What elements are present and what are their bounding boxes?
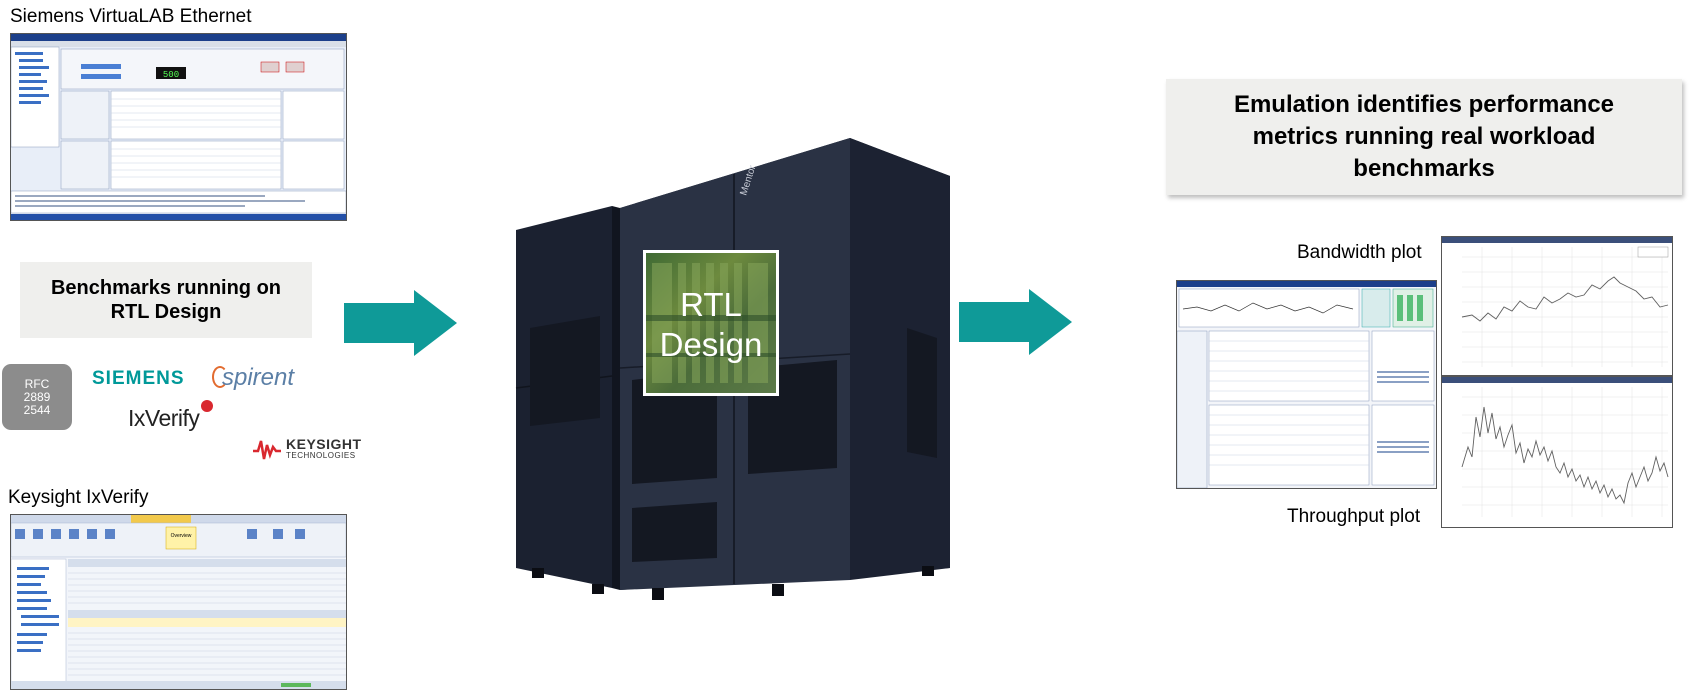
throughput-plot-window: [1441, 376, 1673, 528]
ixverify-badge-icon: [201, 400, 214, 412]
rtl-chip-texture: [646, 263, 776, 383]
keysight-logo-line2: TECHNOLOGIES: [286, 451, 356, 460]
benchmarks-caption: Benchmarks running on RTL Design: [20, 262, 312, 338]
spirent-logo: spirent: [212, 364, 294, 392]
keysight-logo-line1: KEYSIGHT: [286, 436, 362, 452]
ixverify-overview-tab: Overview: [171, 533, 192, 539]
emulation-caption: Emulation identifies performance metrics…: [1166, 79, 1682, 195]
siemens-logo: SIEMENS: [92, 368, 185, 389]
ixverify-title: Keysight IxVerify: [8, 487, 149, 508]
rtl-design-label: RTL Design: [646, 285, 776, 365]
benchmarks-caption-line1: Benchmarks running on: [50, 277, 282, 299]
emulation-caption-line3: benchmarks: [1353, 155, 1495, 182]
rtl-design-box: RTL Design: [643, 250, 779, 396]
bandwidth-plot-graphic: [1442, 237, 1672, 367]
emulation-caption-line1: Emulation identifies performance: [1233, 91, 1615, 118]
keysight-wave-icon: [253, 440, 281, 460]
right-arrow-shape: [959, 289, 1072, 355]
virtualab-screenshot: 500: [10, 33, 347, 221]
rfc-badge-line3: 2544: [23, 402, 51, 417]
right-arrow: [959, 289, 1072, 355]
left-arrow: [344, 290, 457, 356]
bandwidth-plot-label: Bandwidth plot: [1297, 242, 1422, 263]
bandwidth-plot-window: [1441, 236, 1673, 376]
rfc-badge: RFC 2889 2544: [2, 364, 72, 430]
virtualab-screenshot-graphic: 500: [11, 34, 346, 220]
rtl-design-line1: RTL: [680, 286, 742, 323]
rfc-badge-line2: 2889: [23, 389, 51, 404]
analysis-app-screenshot: [1176, 280, 1437, 489]
ixverify-screenshot: Overview: [10, 514, 347, 690]
ixverify-screenshot-graphic: Overview: [11, 515, 346, 689]
virtualab-counter: 500: [163, 70, 179, 80]
spirent-logo-text: spirent: [222, 364, 295, 391]
throughput-plot-graphic: [1442, 377, 1672, 517]
ixverify-logo-text: IxVerify: [128, 405, 200, 431]
ixverify-logo: IxVerify: [128, 400, 214, 432]
analysis-app-graphic: [1177, 281, 1436, 488]
benchmarks-caption-line2: RTL Design: [110, 301, 222, 323]
emulation-caption-line2: metrics running real workload: [1252, 123, 1596, 150]
throughput-plot-label: Throughput plot: [1287, 506, 1421, 527]
virtualab-title: Siemens VirtuaLAB Ethernet: [10, 6, 252, 27]
rfc-badge-line1: RFC: [24, 376, 50, 391]
rtl-design-line2: Design: [659, 326, 763, 363]
left-arrow-shape: [344, 290, 457, 356]
spirent-swoosh-icon: [212, 366, 228, 388]
keysight-logo: KEYSIGHT TECHNOLOGIES: [252, 437, 362, 461]
